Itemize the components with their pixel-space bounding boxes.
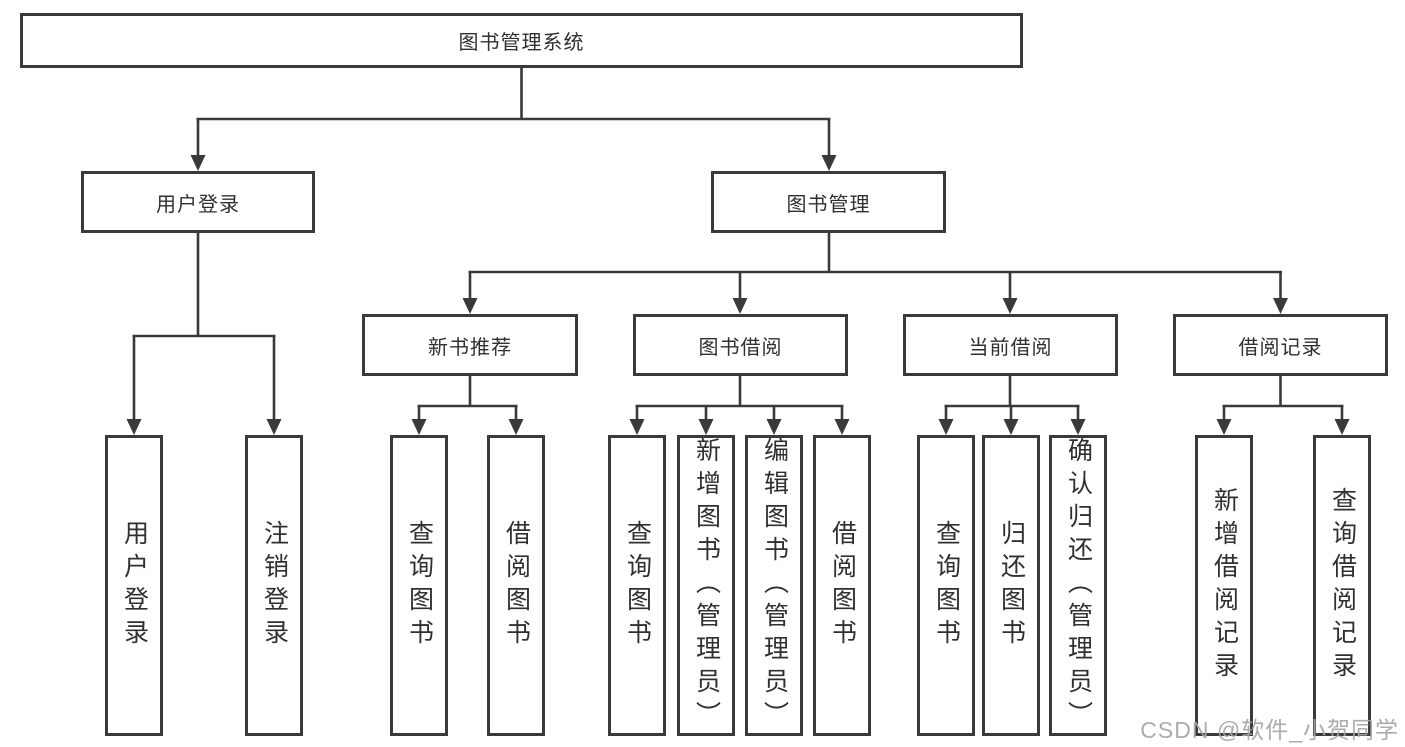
connector-borrow-records xyxy=(1222,376,1344,421)
connector-book-mgmt-to-level3 xyxy=(468,233,1282,300)
leaf-confirm-return-admin-label: 确认归还（管理员） xyxy=(1064,437,1093,734)
leaf-borrow-query-books: 查询图书 xyxy=(608,435,666,736)
leaf-recommend-borrow-books-label: 借阅图书 xyxy=(502,519,531,652)
leaf-user-login-label: 用户登录 xyxy=(120,519,149,652)
leaf-current-query-books-label: 查询图书 xyxy=(932,519,961,652)
leaf-borrow-query-books-label: 查询图书 xyxy=(623,519,652,652)
leaf-query-borrow-record-label: 查询借阅记录 xyxy=(1328,486,1357,685)
leaf-edit-books-admin-label: 编辑图书（管理员） xyxy=(760,437,789,734)
node-new-book-recommend: 新书推荐 xyxy=(362,314,578,376)
node-book-management: 图书管理 xyxy=(711,171,946,233)
leaf-add-books-admin-label: 新增图书（管理员） xyxy=(692,437,721,734)
connector-root-to-level2 xyxy=(196,66,831,157)
node-root-library-management-system: 图书管理系统 xyxy=(20,13,1023,68)
leaf-return-books-label: 归还图书 xyxy=(997,519,1026,652)
leaf-logout-label: 注销登录 xyxy=(260,519,289,652)
leaf-recommend-query-books-label: 查询图书 xyxy=(405,519,434,652)
connector-new-book-recommend xyxy=(417,376,518,421)
node-root-label: 图书管理系统 xyxy=(458,32,585,54)
connector-current-borrow xyxy=(944,376,1080,421)
leaf-return-books: 归还图书 xyxy=(982,435,1040,736)
csdn-watermark: CSDN @软件_小贺同学 xyxy=(1140,717,1399,743)
connector-book-borrow xyxy=(635,376,844,421)
leaf-query-borrow-record: 查询借阅记录 xyxy=(1313,435,1371,736)
node-user-login: 用户登录 xyxy=(81,171,315,233)
leaf-borrow-books: 借阅图书 xyxy=(813,435,871,736)
arrowheads xyxy=(126,155,1350,435)
connector-user-login-to-leaves xyxy=(132,233,276,421)
node-user-login-label: 用户登录 xyxy=(156,193,240,216)
leaf-logout: 注销登录 xyxy=(245,435,303,736)
leaf-borrow-books-label: 借阅图书 xyxy=(828,519,857,652)
node-current-borrow: 当前借阅 xyxy=(903,314,1118,376)
leaf-add-borrow-record: 新增借阅记录 xyxy=(1195,435,1253,736)
node-borrow-records-label: 借阅记录 xyxy=(1238,336,1323,359)
node-book-borrow-label: 图书借阅 xyxy=(698,336,783,359)
leaf-recommend-query-books: 查询图书 xyxy=(390,435,448,736)
node-current-borrow-label: 当前借阅 xyxy=(968,336,1053,359)
node-book-management-label: 图书管理 xyxy=(786,193,871,216)
leaf-user-login: 用户登录 xyxy=(105,435,163,736)
leaf-add-books-admin: 新增图书（管理员） xyxy=(677,435,735,736)
leaf-current-query-books: 查询图书 xyxy=(917,435,975,736)
node-borrow-records: 借阅记录 xyxy=(1173,314,1388,376)
leaf-recommend-borrow-books: 借阅图书 xyxy=(487,435,545,736)
leaf-confirm-return-admin: 确认归还（管理员） xyxy=(1049,435,1107,736)
node-book-borrow: 图书借阅 xyxy=(633,314,848,376)
leaf-add-borrow-record-label: 新增借阅记录 xyxy=(1210,486,1239,685)
node-new-book-recommend-label: 新书推荐 xyxy=(428,336,512,359)
leaf-edit-books-admin: 编辑图书（管理员） xyxy=(745,435,803,736)
